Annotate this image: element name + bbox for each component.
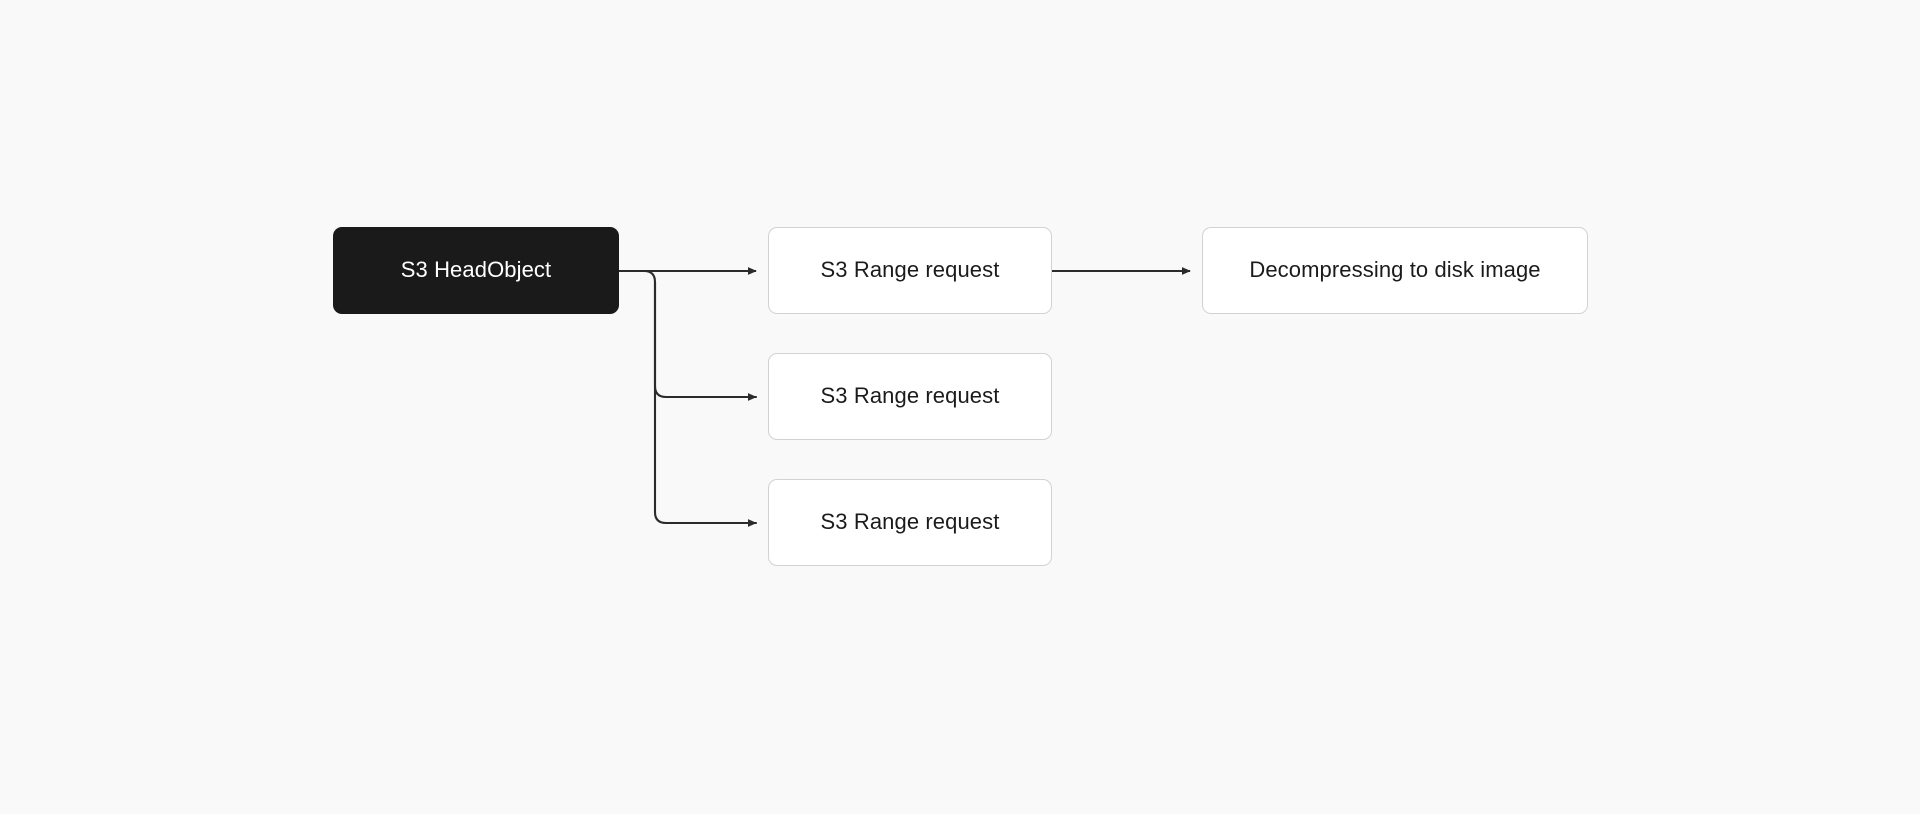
node-s3-range-request-1-label: S3 Range request xyxy=(820,257,1000,283)
node-s3-range-request-2-label: S3 Range request xyxy=(820,383,1000,409)
node-s3-range-request-1[interactable]: S3 Range request xyxy=(768,227,1052,314)
node-decompressing-to-disk-image-label: Decompressing to disk image xyxy=(1249,257,1541,283)
node-s3-range-request-3[interactable]: S3 Range request xyxy=(768,479,1052,566)
node-s3-range-request-2[interactable]: S3 Range request xyxy=(768,353,1052,440)
edge-head-to-range-3 xyxy=(653,280,758,527)
node-s3-range-request-3-label: S3 Range request xyxy=(820,509,1000,535)
edge-head-to-range-2 xyxy=(617,269,758,401)
node-s3-head-object[interactable]: S3 HeadObject xyxy=(333,227,619,314)
node-decompressing-to-disk-image[interactable]: Decompressing to disk image xyxy=(1202,227,1588,314)
node-s3-head-object-label: S3 HeadObject xyxy=(400,257,552,283)
